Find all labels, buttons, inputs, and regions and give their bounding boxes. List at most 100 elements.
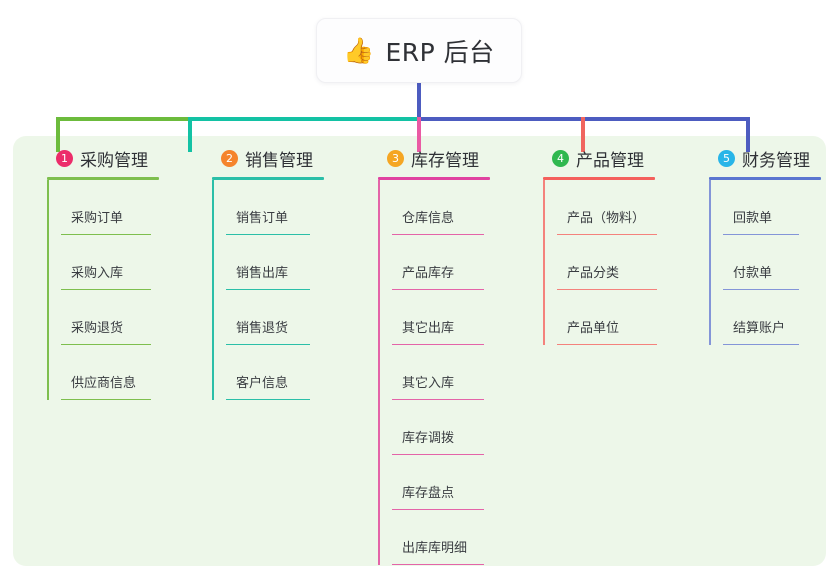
leaf-node[interactable]: 产品分类 xyxy=(543,235,689,290)
leaf-rule xyxy=(557,233,657,235)
leaf-rule xyxy=(723,288,799,290)
leaf-node[interactable]: 销售退货 xyxy=(212,290,348,345)
branch-title-3: 库存管理 xyxy=(411,150,479,171)
leaf-rule xyxy=(392,508,484,510)
branch-title-4: 产品管理 xyxy=(576,150,644,171)
branch-badge-2: 2 xyxy=(221,149,238,167)
diagram-background-panel xyxy=(13,136,826,566)
branch-badge-5: 5 xyxy=(718,149,735,167)
leaf-label: 销售退货 xyxy=(236,321,289,336)
leaf-rule xyxy=(723,233,799,235)
leaf-label: 结算账户 xyxy=(733,321,786,336)
branch-header-2[interactable]: 2 销售管理 xyxy=(198,146,348,171)
leaf-node[interactable]: 结算账户 xyxy=(709,290,839,345)
leaf-label: 采购入库 xyxy=(71,266,124,281)
leaf-node[interactable]: 付款单 xyxy=(709,235,839,290)
leaf-label: 产品单位 xyxy=(567,321,620,336)
branch-rule-4 xyxy=(543,177,655,180)
branch-badge-3: 3 xyxy=(387,149,404,167)
leaf-rule xyxy=(61,343,151,345)
branch-items-2: 销售订单销售出库销售退货客户信息 xyxy=(198,180,348,400)
leaf-label: 回款单 xyxy=(733,211,773,226)
leaf-rule xyxy=(226,343,310,345)
leaf-node[interactable]: 回款单 xyxy=(709,180,839,235)
leaf-label: 出库库明细 xyxy=(402,541,468,556)
leaf-node[interactable]: 库存调拨 xyxy=(378,400,524,455)
leaf-label: 产品分类 xyxy=(567,266,620,281)
leaf-label: 库存调拨 xyxy=(402,431,455,446)
branch-items-1: 采购订单采购入库采购退货供应商信息 xyxy=(33,180,183,400)
branch-items-3: 仓库信息产品库存其它出库其它入库库存调拨库存盘点出库库明细 xyxy=(364,180,524,565)
branch-header-4[interactable]: 4 产品管理 xyxy=(529,146,689,171)
leaf-label: 销售订单 xyxy=(236,211,289,226)
leaf-label: 采购订单 xyxy=(71,211,124,226)
leaf-rule xyxy=(557,343,657,345)
leaf-label: 库存盘点 xyxy=(402,486,455,501)
leaf-rule xyxy=(61,398,151,400)
branch-badge-1: 1 xyxy=(56,149,73,167)
leaf-label: 其它出库 xyxy=(402,321,455,336)
branch-items-4: 产品（物料） 产品分类产品单位 xyxy=(529,180,689,345)
leaf-rule xyxy=(392,563,484,565)
branch-column-5: 5 财务管理回款单付款单结算账户 xyxy=(695,146,839,345)
branch-rule-3 xyxy=(378,177,490,180)
branch-rule-2 xyxy=(212,177,324,180)
leaf-rule xyxy=(392,398,484,400)
branch-column-4: 4 产品管理产品（物料） 产品分类产品单位 xyxy=(529,146,689,345)
branch-column-1: 1 采购管理采购订单采购入库采购退货供应商信息 xyxy=(33,146,183,400)
leaf-label: 付款单 xyxy=(733,266,773,281)
leaf-node[interactable]: 库存盘点 xyxy=(378,455,524,510)
leaf-label: 仓库信息 xyxy=(402,211,455,226)
branch-header-3[interactable]: 3 库存管理 xyxy=(364,146,524,171)
branch-spine-5 xyxy=(709,180,711,345)
leaf-node[interactable]: 采购订单 xyxy=(47,180,183,235)
branch-header-1[interactable]: 1 采购管理 xyxy=(33,146,183,171)
branch-rule-5 xyxy=(709,177,821,180)
leaf-rule xyxy=(392,343,484,345)
root-node[interactable]: 👍 ERP 后台 xyxy=(316,18,522,83)
leaf-rule xyxy=(392,453,484,455)
branch-title-1: 采购管理 xyxy=(80,150,148,171)
leaf-rule xyxy=(392,233,484,235)
branch-badge-4: 4 xyxy=(552,149,569,167)
branch-title-5: 财务管理 xyxy=(742,150,810,171)
leaf-rule xyxy=(61,288,151,290)
leaf-label: 其它入库 xyxy=(402,376,455,391)
leaf-node[interactable]: 采购入库 xyxy=(47,235,183,290)
branch-column-3: 3 库存管理仓库信息产品库存其它出库其它入库库存调拨库存盘点出库库明细 xyxy=(364,146,524,565)
leaf-node[interactable]: 销售订单 xyxy=(212,180,348,235)
leaf-node[interactable]: 其它出库 xyxy=(378,290,524,345)
branch-spine-1 xyxy=(47,180,49,400)
leaf-node[interactable]: 仓库信息 xyxy=(378,180,524,235)
leaf-node[interactable]: 销售出库 xyxy=(212,235,348,290)
leaf-rule xyxy=(226,288,310,290)
thumbs-up-icon: 👍 xyxy=(343,36,375,65)
leaf-node[interactable]: 出库库明细 xyxy=(378,510,524,565)
branch-spine-2 xyxy=(212,180,214,400)
branch-spine-3 xyxy=(378,180,380,565)
leaf-label: 产品（物料） xyxy=(567,211,646,226)
leaf-label: 客户信息 xyxy=(236,376,289,391)
leaf-node[interactable]: 供应商信息 xyxy=(47,345,183,400)
leaf-node[interactable]: 产品库存 xyxy=(378,235,524,290)
leaf-node[interactable]: 客户信息 xyxy=(212,345,348,400)
leaf-node[interactable]: 产品（物料） xyxy=(543,180,689,235)
leaf-label: 产品库存 xyxy=(402,266,455,281)
branch-rule-1 xyxy=(47,177,159,180)
leaf-label: 供应商信息 xyxy=(71,376,137,391)
leaf-node[interactable]: 其它入库 xyxy=(378,345,524,400)
branch-header-5[interactable]: 5 财务管理 xyxy=(695,146,839,171)
leaf-label: 采购退货 xyxy=(71,321,124,336)
leaf-rule xyxy=(557,288,657,290)
leaf-rule xyxy=(226,233,310,235)
root-node-title: ERP 后台 xyxy=(385,37,495,67)
leaf-rule xyxy=(723,343,799,345)
branch-title-2: 销售管理 xyxy=(245,150,313,171)
leaf-node[interactable]: 采购退货 xyxy=(47,290,183,345)
branch-spine-4 xyxy=(543,180,545,345)
leaf-rule xyxy=(226,398,310,400)
leaf-node[interactable]: 产品单位 xyxy=(543,290,689,345)
leaf-label: 销售出库 xyxy=(236,266,289,281)
branch-items-5: 回款单付款单结算账户 xyxy=(695,180,839,345)
